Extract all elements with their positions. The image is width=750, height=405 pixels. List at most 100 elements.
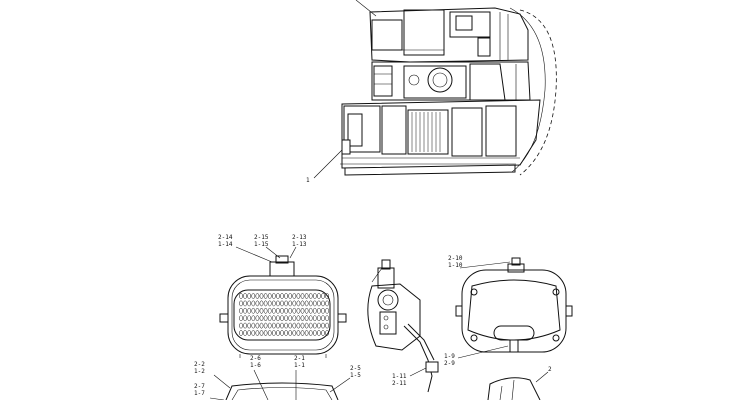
lens-cell	[251, 307, 256, 314]
lens-cell	[292, 300, 297, 307]
lens-cell	[300, 307, 305, 314]
lens-cell	[317, 293, 321, 299]
lens-cell	[288, 300, 293, 307]
lens-cell	[321, 293, 325, 299]
lens-cell	[292, 315, 297, 322]
lens-cell	[312, 300, 317, 307]
lens-cell	[276, 330, 280, 336]
lens-cell	[317, 315, 321, 322]
lens-cell	[292, 307, 297, 314]
lens-cell	[321, 300, 325, 307]
lens-cell	[292, 293, 297, 299]
lens-cell	[284, 293, 288, 299]
lens-cell	[239, 315, 243, 322]
lens-cell	[263, 330, 268, 336]
lens-cell	[300, 315, 305, 322]
lens-cell	[304, 307, 309, 314]
lens-cell	[263, 315, 268, 322]
lens-cell	[284, 322, 288, 329]
callout-2-13: 2-13	[292, 234, 307, 241]
lens-cell	[296, 293, 301, 299]
lens-cell	[239, 300, 243, 307]
callout-2-7: 2-7	[194, 383, 205, 390]
lens-cell	[251, 322, 256, 329]
lens-cell	[296, 315, 301, 322]
lens-cell	[304, 322, 309, 329]
lens-cell	[263, 293, 268, 299]
lens-cell	[271, 322, 276, 329]
work-lamp-side-view	[367, 259, 439, 393]
lens-cell	[267, 293, 272, 299]
callout-1-15: 1-15	[254, 241, 269, 248]
lens-cell	[276, 300, 280, 307]
lens-cell	[247, 330, 252, 336]
lens-cell	[288, 315, 293, 322]
lens-cell	[276, 322, 280, 329]
lens-cell	[312, 293, 317, 299]
lens-cell	[259, 315, 264, 322]
lens-cell	[288, 330, 293, 336]
lens-cell	[251, 330, 256, 336]
lens-cell	[325, 315, 329, 322]
lens-cell	[284, 330, 288, 336]
callout-2-2: 2-2	[194, 361, 205, 368]
lens-cell	[259, 307, 264, 314]
lens-cell	[276, 307, 280, 314]
lens-cell	[247, 315, 252, 322]
callout-1-9: 1-9	[444, 353, 455, 360]
lens-cell	[308, 300, 313, 307]
lens-cell	[243, 330, 247, 336]
lens-cell	[276, 293, 280, 299]
lens-cell	[239, 330, 243, 336]
work-lamp-lower-partial	[209, 369, 351, 401]
lens-cell	[259, 330, 264, 336]
callout-2-5: 2-5	[350, 365, 361, 372]
work-lamp-rear-view	[455, 257, 573, 359]
lens-cell	[280, 300, 284, 307]
lens-cell	[267, 315, 272, 322]
lens-cell	[255, 315, 260, 322]
callout-1-13: 1-13	[292, 241, 307, 248]
lens-cell	[300, 300, 305, 307]
lens-cell	[251, 315, 256, 322]
lens-cell	[317, 330, 321, 336]
lens-cell	[280, 330, 284, 336]
lens-cell	[317, 300, 321, 307]
callout-2-6: 2-6	[250, 355, 261, 362]
lens-cell	[280, 293, 284, 299]
lens-cell	[255, 330, 260, 336]
lens-cell	[267, 300, 272, 307]
lens-cell	[280, 322, 284, 329]
lens-cell	[325, 330, 329, 336]
lens-cell	[296, 322, 301, 329]
lens-cell	[325, 293, 329, 299]
callout-1-6: 1-6	[250, 362, 261, 369]
lens-cell	[300, 322, 305, 329]
lens-cell	[296, 300, 301, 307]
lens-cell	[300, 293, 305, 299]
lens-cell	[284, 300, 288, 307]
lens-cell	[243, 293, 247, 299]
lens-cell	[321, 322, 325, 329]
lens-cell	[243, 307, 247, 314]
callout-frame: 1	[306, 177, 310, 184]
lens-cell	[239, 322, 243, 329]
lens-cell	[304, 300, 309, 307]
callout-1-1: 1-1	[294, 362, 305, 369]
lens-cell	[280, 315, 284, 322]
lens-cell	[259, 322, 264, 329]
lens-cell	[243, 315, 247, 322]
lens-cell	[247, 322, 252, 329]
callout-2-9: 2-9	[444, 360, 455, 367]
lens-cell	[243, 300, 247, 307]
lens-cell	[304, 293, 309, 299]
callout-2-1: 2-1	[294, 355, 305, 362]
lens-cell	[288, 293, 293, 299]
lens-cell	[321, 307, 325, 314]
lens-cell	[304, 330, 309, 336]
callout-1-10: 1-10	[448, 262, 463, 269]
lens-cell	[247, 293, 252, 299]
lens-cell	[284, 315, 288, 322]
callout-2-14: 2-14	[218, 234, 233, 241]
